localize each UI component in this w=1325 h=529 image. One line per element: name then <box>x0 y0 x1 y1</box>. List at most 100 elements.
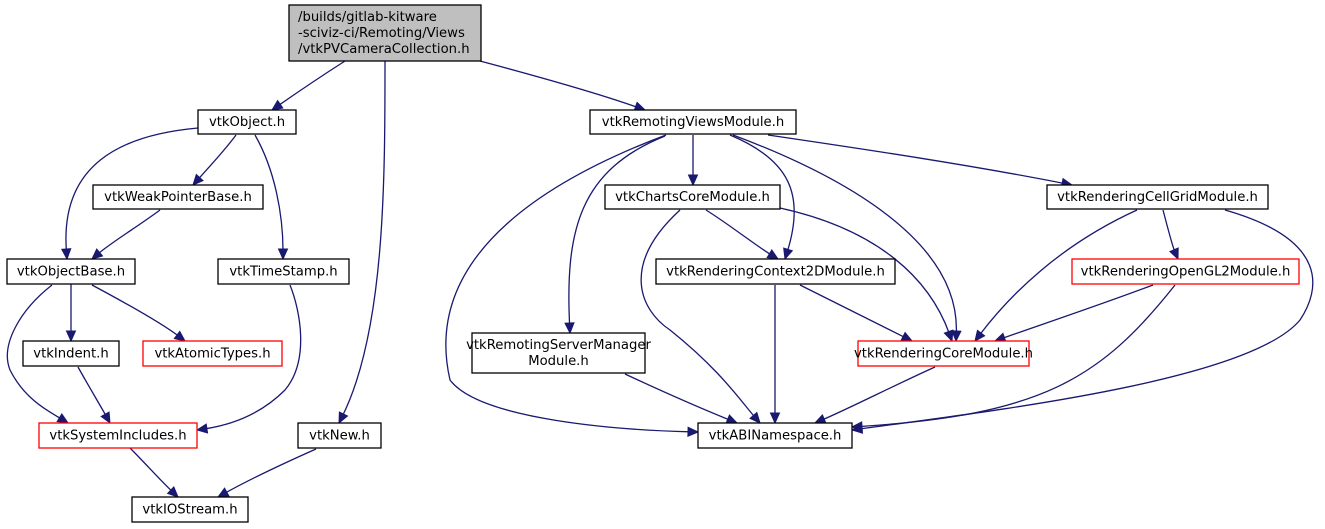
node-label: vtkObject.h <box>209 115 285 130</box>
arrowhead-icon <box>766 249 780 260</box>
node-box[interactable] <box>288 4 482 62</box>
edge-line <box>129 447 173 492</box>
node-vtkWeakPointerBase[interactable]: vtkWeakPointerBase.h <box>92 184 264 210</box>
edge-vtkRenderingCoreModule-to-vtkABINamespace <box>813 366 936 424</box>
node-label: vtkTimeStamp.h <box>229 265 337 280</box>
arrowhead-icon <box>813 414 827 424</box>
node-label: vtkRenderingCellGridModule.h <box>1057 190 1258 205</box>
node-box[interactable] <box>6 258 136 285</box>
node-box[interactable] <box>604 184 781 210</box>
arrowhead-icon <box>100 411 111 425</box>
edge-vtkRenderingContext2DModule-to-vtkABINamespace <box>769 285 781 425</box>
arrowhead-icon <box>725 414 739 424</box>
edge-line <box>197 134 237 180</box>
edge-vtkIndent-to-vtkSystemIncludes <box>77 366 111 425</box>
arrowhead-icon <box>900 331 914 342</box>
edge-line <box>640 209 756 418</box>
edge-line <box>97 209 161 255</box>
node-label: vtkSystemIncludes.h <box>49 429 186 444</box>
edge-line <box>568 135 666 326</box>
arrowhead-icon <box>1169 247 1179 261</box>
node-box[interactable] <box>217 258 350 285</box>
edge-line <box>204 284 302 430</box>
node-box[interactable] <box>589 109 797 135</box>
node-box[interactable] <box>857 340 1030 367</box>
edge-vtkRemotingViewsModule-to-vtkRenderingContext2DModule <box>729 134 795 261</box>
node-box[interactable] <box>142 340 283 367</box>
node-box[interactable] <box>22 340 120 367</box>
arrowhead-icon <box>195 423 209 434</box>
node-box[interactable] <box>38 422 198 449</box>
edge-line <box>767 134 1065 185</box>
node-vtkIOStream[interactable]: vtkIOStream.h <box>131 496 249 523</box>
nodes-layer: /builds/gitlab-kitware-sciviz-ci/Remotin… <box>6 4 1300 523</box>
node-vtkRenderingOpenGL2Module[interactable]: vtkRenderingOpenGL2Module.h <box>1071 258 1300 285</box>
edge-line <box>859 209 1314 430</box>
node-box[interactable] <box>471 332 646 374</box>
node-label: vtkIndent.h <box>33 347 108 362</box>
node-vtkObjectBase[interactable]: vtkObjectBase.h <box>6 258 136 285</box>
node-box[interactable] <box>697 422 853 449</box>
node-label: vtkNew.h <box>309 429 370 444</box>
node-label: Module.h <box>528 354 589 369</box>
node-box[interactable] <box>92 184 264 210</box>
node-box[interactable] <box>1046 184 1269 210</box>
edge-vtkObject-to-vtkObjectBase <box>60 127 199 261</box>
arrowhead-icon <box>951 330 962 343</box>
edge-line <box>732 134 957 334</box>
arrowhead-icon <box>687 174 699 187</box>
arrowhead-icon <box>173 330 186 342</box>
edge-vtkRenderingCellGridModule-to-vtkABINamespace <box>850 209 1314 434</box>
edge-vtkChartsCoreModule-to-vtkRenderingContext2DModule <box>705 209 780 260</box>
node-label: vtkABINamespace.h <box>709 429 842 444</box>
arrowhead-icon <box>192 173 204 186</box>
edge-vtkRenderingCellGridModule-to-vtkRenderingOpenGL2Module <box>1162 209 1179 261</box>
edge-line <box>91 284 180 337</box>
node-label: -sciviz-ci/Remoting/Views <box>298 26 465 41</box>
node-vtkChartsCoreModule[interactable]: vtkChartsCoreModule.h <box>604 184 781 210</box>
node-vtkTimeStamp[interactable]: vtkTimeStamp.h <box>217 258 350 285</box>
edge-vtkRenderingContext2DModule-to-vtkRenderingCoreModule <box>799 284 914 342</box>
arrowhead-icon <box>216 487 230 498</box>
node-label: vtkRemotingServerManager <box>466 338 651 353</box>
edge-line <box>1162 209 1176 252</box>
node-vtkIndent[interactable]: vtkIndent.h <box>22 340 120 367</box>
edge-vtkWeakPointerBase-to-vtkObjectBase <box>91 209 161 260</box>
node-label: /builds/gitlab-kitware <box>298 10 437 25</box>
arrowhead-icon <box>974 329 986 342</box>
edge-line <box>445 134 691 433</box>
node-box[interactable] <box>297 422 382 449</box>
node-vtkRenderingContext2DModule[interactable]: vtkRenderingContext2DModule.h <box>655 258 896 285</box>
node-box[interactable] <box>1071 258 1300 285</box>
edge-vtkObject-to-vtkWeakPointerBase <box>192 134 237 186</box>
edge-vtkRemotingViewsModule-to-vtkRenderingCoreModule <box>732 134 962 343</box>
node-vtkRenderingCoreModule[interactable]: vtkRenderingCoreModule.h <box>854 340 1033 367</box>
edge-vtkRenderingCellGridModule-to-vtkRenderingCoreModule <box>974 209 1138 342</box>
node-box[interactable] <box>197 109 297 135</box>
arrowhead-icon <box>65 330 77 343</box>
node-label: vtkIOStream.h <box>142 503 237 518</box>
node-root[interactable]: /builds/gitlab-kitware-sciviz-ci/Remotin… <box>288 4 482 62</box>
node-vtkRenderingCellGridModule[interactable]: vtkRenderingCellGridModule.h <box>1046 184 1269 210</box>
node-vtkAtomicTypes[interactable]: vtkAtomicTypes.h <box>142 340 283 367</box>
edge-vtkSystemIncludes-to-vtkIOStream <box>129 447 179 498</box>
node-vtkRemotingViewsModule[interactable]: vtkRemotingViewsModule.h <box>589 109 797 135</box>
node-label: vtkChartsCoreModule.h <box>615 190 770 205</box>
node-box[interactable] <box>131 496 249 523</box>
node-vtkObject[interactable]: vtkObject.h <box>197 109 297 135</box>
edge-line <box>729 134 795 252</box>
edge-line <box>1002 284 1154 339</box>
node-vtkSystemIncludes[interactable]: vtkSystemIncludes.h <box>38 422 198 449</box>
node-vtkNew[interactable]: vtkNew.h <box>297 422 382 449</box>
edge-vtkObject-to-vtkTimeStamp <box>254 134 289 261</box>
arrowhead-icon <box>943 329 954 343</box>
node-vtkABINamespace[interactable]: vtkABINamespace.h <box>697 422 853 449</box>
edge-vtkObjectBase-to-vtkSystemIncludes <box>6 284 70 424</box>
node-box[interactable] <box>655 258 896 285</box>
arrowhead-icon <box>270 99 284 111</box>
node-label: vtkObjectBase.h <box>17 265 125 280</box>
node-label: /vtkPVCameraCollection.h <box>298 42 470 57</box>
edge-line <box>859 284 1176 428</box>
edge-line <box>624 373 730 421</box>
